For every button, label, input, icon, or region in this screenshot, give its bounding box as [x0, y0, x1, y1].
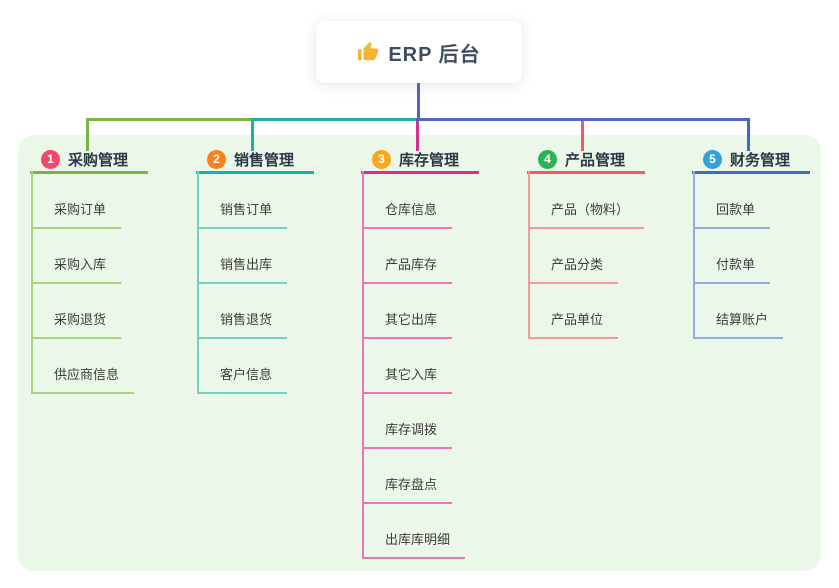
branch-number-badge: 4: [538, 149, 557, 169]
child-node[interactable]: 产品（物料）: [530, 199, 645, 229]
connector-root-drop: [417, 83, 420, 121]
child-node[interactable]: 库存盘点: [364, 474, 453, 504]
child-node[interactable]: 销售订单: [199, 199, 288, 229]
child-row: 销售出库: [196, 229, 330, 284]
child-row: 库存调拨: [361, 394, 495, 449]
branch-number-badge: 5: [703, 149, 722, 169]
child-node[interactable]: 销售出库: [199, 254, 288, 284]
child-node[interactable]: 采购入库: [33, 254, 122, 284]
branch-finance-header[interactable]: 5 财务管理: [692, 147, 810, 174]
child-node[interactable]: 客户信息: [199, 364, 288, 394]
child-row: 采购退货: [30, 284, 164, 339]
branch-label: 库存管理: [399, 151, 460, 169]
child-node[interactable]: 仓库信息: [364, 199, 453, 229]
child-node[interactable]: 产品单位: [530, 309, 619, 339]
branch-label: 采购管理: [68, 151, 129, 169]
branch-product-children: 产品（物料） 产品分类 产品单位: [527, 171, 661, 339]
child-row: 库存盘点: [361, 449, 495, 504]
child-node[interactable]: 采购订单: [33, 199, 122, 229]
child-row: 仓库信息: [361, 174, 495, 229]
branch-rail: [528, 171, 530, 339]
child-node[interactable]: 付款单: [695, 254, 771, 284]
branch-finance: 5 财务管理 回款单 付款单 结算账户: [692, 147, 826, 339]
connector-drop-product: [581, 121, 584, 151]
root-node[interactable]: ERP 后台: [316, 21, 522, 83]
branch-sales: 2 销售管理 销售订单 销售出库 销售退货 客户信息: [196, 147, 330, 394]
connector-drop-purchase: [86, 118, 89, 151]
child-node[interactable]: 其它出库: [364, 309, 453, 339]
branch-sales-header[interactable]: 2 销售管理: [196, 147, 314, 174]
child-row: 产品库存: [361, 229, 495, 284]
child-row: 销售退货: [196, 284, 330, 339]
branch-inventory: 3 库存管理 仓库信息 产品库存 其它出库 其它入库 库存调拨 库存盘点 出库库…: [361, 147, 495, 559]
child-node[interactable]: 采购退货: [33, 309, 122, 339]
branch-rail: [362, 171, 364, 559]
branch-finance-children: 回款单 付款单 结算账户: [692, 171, 826, 339]
child-row: 出库库明细: [361, 504, 495, 559]
child-row: 其它出库: [361, 284, 495, 339]
connector-drop-sales: [251, 118, 254, 151]
branch-rail: [693, 171, 695, 339]
child-node[interactable]: 产品库存: [364, 254, 453, 284]
branch-purchase: 1 采购管理 采购订单 采购入库 采购退货 供应商信息: [30, 147, 164, 394]
child-row: 采购入库: [30, 229, 164, 284]
branch-inventory-header[interactable]: 3 库存管理: [361, 147, 479, 174]
child-row: 产品分类: [527, 229, 661, 284]
branch-product: 4 产品管理 产品（物料） 产品分类 产品单位: [527, 147, 661, 339]
child-row: 供应商信息: [30, 339, 164, 394]
branch-label: 财务管理: [730, 151, 791, 169]
child-row: 销售订单: [196, 174, 330, 229]
child-node[interactable]: 结算账户: [695, 309, 784, 339]
child-node[interactable]: 回款单: [695, 199, 771, 229]
branch-product-header[interactable]: 4 产品管理: [527, 147, 645, 174]
connector-drop-finance: [747, 118, 750, 151]
root-label: ERP 后台: [388, 43, 481, 66]
child-node[interactable]: 销售退货: [199, 309, 288, 339]
branch-number-badge: 1: [41, 149, 60, 169]
connector-segment-green: [86, 118, 254, 121]
child-node[interactable]: 其它入库: [364, 364, 453, 394]
branch-purchase-header[interactable]: 1 采购管理: [30, 147, 148, 174]
branch-label: 产品管理: [565, 151, 626, 169]
child-row: 采购订单: [30, 174, 164, 229]
child-row: 其它入库: [361, 339, 495, 394]
child-row: 结算账户: [692, 284, 826, 339]
branch-sales-children: 销售订单 销售出库 销售退货 客户信息: [196, 171, 330, 394]
child-node[interactable]: 供应商信息: [33, 364, 135, 394]
child-node[interactable]: 出库库明细: [364, 529, 466, 559]
child-row: 客户信息: [196, 339, 330, 394]
child-row: 产品单位: [527, 284, 661, 339]
branch-rail: [197, 171, 199, 394]
connector-drop-inventory: [416, 121, 419, 151]
branch-number-badge: 3: [372, 149, 391, 169]
child-node[interactable]: 库存调拨: [364, 419, 453, 449]
child-row: 回款单: [692, 174, 826, 229]
branch-purchase-children: 采购订单 采购入库 采购退货 供应商信息: [30, 171, 164, 394]
connector-segment-teal: [251, 118, 419, 121]
branch-number-badge: 2: [207, 149, 226, 169]
thumbs-up-icon: [357, 41, 379, 63]
connector-segment-indigo: [416, 118, 750, 121]
branch-inventory-children: 仓库信息 产品库存 其它出库 其它入库 库存调拨 库存盘点 出库库明细: [361, 171, 495, 559]
branch-rail: [31, 171, 33, 394]
child-row: 付款单: [692, 229, 826, 284]
child-node[interactable]: 产品分类: [530, 254, 619, 284]
branches-panel: [18, 135, 821, 571]
branch-label: 销售管理: [234, 151, 295, 169]
child-row: 产品（物料）: [527, 174, 661, 229]
